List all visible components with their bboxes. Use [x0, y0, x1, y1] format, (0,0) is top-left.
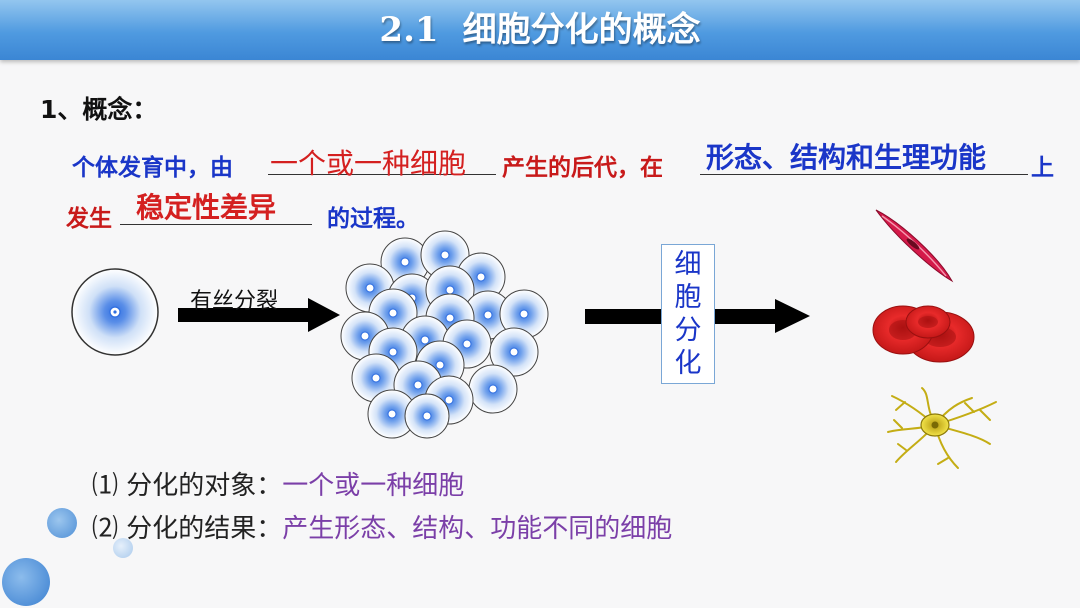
red-blood-cells-image: [872, 305, 975, 363]
neuron-image: [887, 387, 997, 469]
differentiation-char: 细: [674, 249, 702, 280]
cell-cluster: [340, 230, 549, 439]
decor-dot-medium: [47, 508, 77, 538]
mitosis-arrow: [178, 298, 340, 332]
blank-3: [120, 224, 312, 225]
slide-title: 2.1 细胞分化的概念: [0, 0, 1080, 60]
differentiation-char: 分: [674, 315, 702, 346]
blank-3-answer: 稳定性差异: [136, 191, 277, 224]
differentiation-arrow: [585, 299, 810, 333]
spindle-cell-image: [875, 209, 954, 283]
point-result-value: 产生形态、结构、功能不同的细胞: [282, 514, 673, 544]
decor-dot-small: [113, 538, 133, 558]
point-object-value: 一个或一种细胞: [282, 471, 465, 501]
title-number: 2.1: [379, 10, 439, 50]
title-bar: [0, 0, 1080, 60]
point-object: ⑴ 分化的对象：一个或一种细胞: [92, 465, 464, 502]
blank-1-answer: 一个或一种细胞: [270, 147, 467, 180]
differentiation-char: 化: [674, 348, 702, 379]
mitosis-label: 有丝分裂: [190, 289, 279, 314]
point-result: ⑵ 分化的结果：产生形态、结构、功能不同的细胞: [92, 508, 672, 545]
definition-line2-suffix: 的过程。: [327, 206, 419, 232]
single-cell: [71, 268, 159, 356]
blank-2-answer: 形态、结构和生理功能: [706, 141, 987, 174]
definition-line1-suffix: 上: [1031, 155, 1054, 181]
definition-line1-mid: 产生的后代，在: [502, 155, 663, 181]
definition-line1-prefix: 个体发育中，由: [72, 155, 233, 181]
blank-2: [700, 174, 1028, 175]
section-heading: 1、概念：: [40, 95, 158, 124]
point-object-label: ⑴ 分化的对象：: [92, 471, 283, 501]
blank-1: [268, 174, 496, 175]
title-text: 细胞分化的概念: [462, 10, 701, 50]
decor-dot-large: [2, 558, 50, 606]
differentiation-label-box: 细 胞 分 化: [661, 244, 715, 384]
definition-line2-prefix: 发生: [66, 206, 112, 232]
differentiation-char: 胞: [674, 282, 702, 313]
